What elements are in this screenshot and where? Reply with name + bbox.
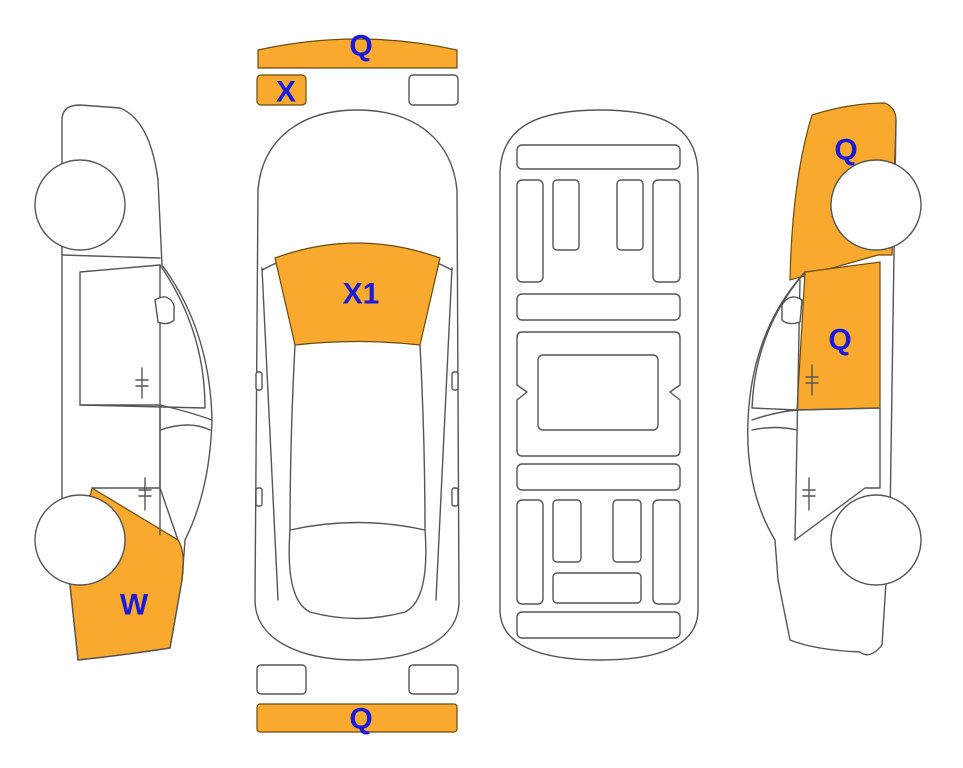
underbody-box-fr [616,179,644,251]
front-left-headlight-label: X [276,76,296,109]
left-side-view: W [34,104,213,661]
left-body-outline [61,104,213,661]
left-rear-wheel [34,494,126,586]
underbody-rail-fr [652,179,681,283]
top-view: Q X X1 Q [254,30,460,736]
underbody-box-fl [552,179,580,251]
right-handle-rear [802,477,816,511]
left-rocker [159,404,213,431]
front-bumper-part[interactable] [257,38,458,69]
windshield-label: X1 [343,278,380,311]
windshield-part[interactable] [274,242,441,346]
underbody-tank [552,572,642,604]
rear-bumper-part[interactable] [256,703,458,733]
rear-bumper-label: Q [349,703,372,736]
right-front-door-label: Q [828,324,851,357]
rear-right-light-part[interactable] [408,664,459,695]
underbody-panel-rear [516,611,681,639]
top-body-outline [254,109,460,661]
underbody-rail-fl [516,179,544,283]
right-handle-front [805,364,819,396]
underbody-crossmember-2 [516,463,681,491]
front-right-headlight-part[interactable] [408,74,459,106]
left-rear-door-line [159,487,179,541]
rear-window [288,529,427,620]
left-handle-rear [138,477,152,511]
right-side-view: Q Q [747,102,922,656]
underbody-view [499,109,699,661]
right-rear-wheel [830,494,922,586]
underbody-panel-front [516,144,681,170]
left-greenhouse [79,264,206,409]
right-mirror [451,371,459,391]
front-bumper-label: Q [349,30,372,63]
left-door-front [79,404,161,489]
right-front-wheel [830,159,922,251]
left-rear-quarter-label: W [120,589,149,622]
underbody-rail-rl [516,499,544,605]
right-handle [451,487,459,507]
underbody-center-panel [537,354,659,431]
left-handle-front [135,367,149,399]
underbody-crossmember-1 [516,293,681,321]
right-greenhouse [751,271,806,411]
roof-outline [289,344,426,531]
left-handle [255,487,263,507]
underbody-rail-rr [652,499,681,605]
right-front-fender-label: Q [834,134,857,167]
front-left-headlight-part[interactable] [256,74,307,106]
right-mirror-side [781,296,803,325]
underbody-outline [499,109,699,661]
left-sill [61,254,161,259]
left-pillar-line [261,267,279,601]
right-body-outline [747,119,897,656]
underbody-box-rr [612,499,642,563]
right-rocker [751,409,798,431]
right-door-rear [794,407,881,541]
left-mirror [255,371,263,391]
rear-left-light-part[interactable] [256,664,307,695]
right-pillar-line [435,267,453,601]
underbody-box-rl [552,499,582,563]
left-front-wheel [34,159,126,251]
left-mirror-side [154,296,175,325]
